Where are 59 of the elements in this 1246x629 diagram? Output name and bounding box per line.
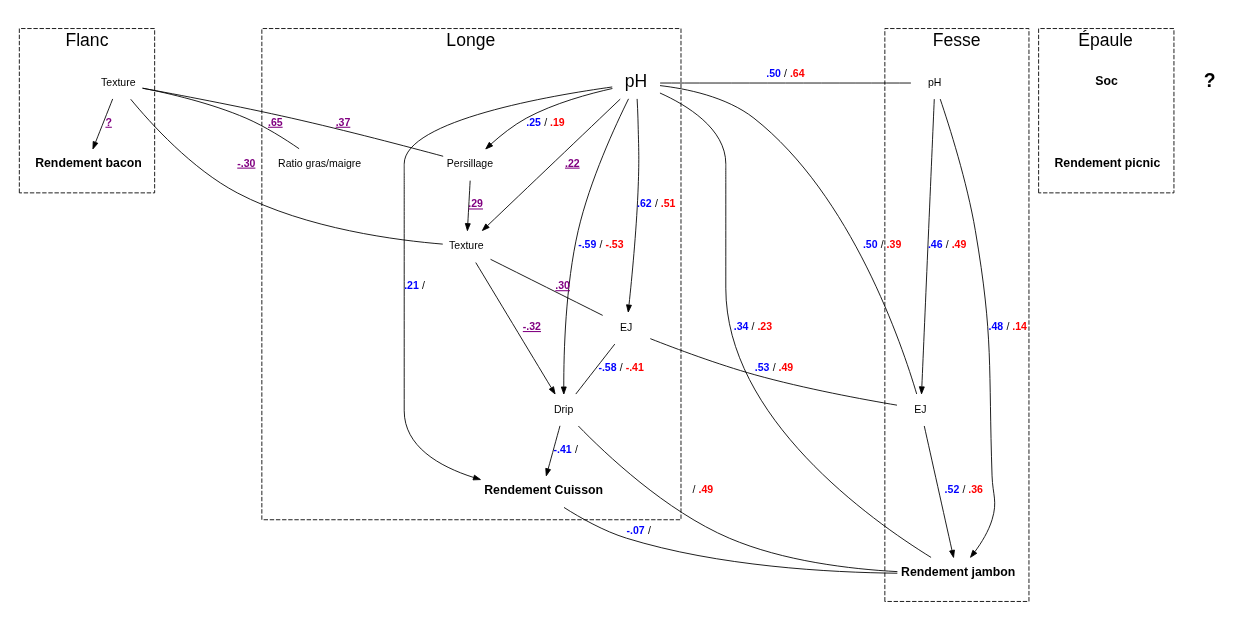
arrow (923, 425, 955, 558)
node-text: Persillage (446, 156, 494, 169)
arrow (485, 87, 613, 149)
connector (659, 92, 932, 558)
node-text: Rendement bacon (35, 155, 142, 170)
edge-label: .50 / .64 (766, 66, 805, 79)
node-text: Rendement jambon (901, 564, 1016, 579)
edge-label: .30 (555, 278, 570, 291)
connector (649, 337, 898, 406)
node-text: Texture (101, 75, 136, 88)
edge-label: .52 / .36 (944, 482, 983, 495)
edge-label: / .49 (692, 482, 714, 495)
arrow (464, 179, 471, 231)
node-text: Ratio gras/maigre (278, 156, 362, 169)
edge-label: -.58 / -.41 (598, 360, 644, 373)
edge-label: -.07 / (626, 523, 651, 536)
node-text: Soc (1095, 73, 1118, 88)
node-text: Drip (554, 402, 574, 415)
edge-label: -.41 / (553, 442, 578, 455)
connector (659, 84, 918, 394)
connector (130, 98, 444, 245)
node-text: EJ (619, 320, 633, 333)
node-text: Rendement Cuisson (484, 482, 604, 497)
edge-label: -.32 (522, 319, 541, 332)
edge-label: .37 (335, 115, 351, 128)
edge-label: ? (105, 115, 112, 128)
node-text: EJ (914, 402, 927, 415)
arrow (481, 98, 621, 231)
connector (577, 425, 898, 572)
node-text: pH (624, 70, 648, 91)
edge-label: .22 (565, 156, 580, 169)
arrow (918, 98, 935, 394)
arrow (626, 97, 640, 312)
arrow (92, 98, 114, 149)
arrow (403, 86, 613, 480)
edge-label: .50 / .39 (862, 237, 902, 250)
node-text: pH (927, 75, 942, 88)
arrow (939, 98, 996, 558)
edge-label: .34 / .23 (733, 319, 773, 332)
edge-label: .46 / .49 (927, 237, 967, 250)
edge-label: .21 / (404, 278, 425, 291)
connector (563, 506, 898, 574)
label: ? (1203, 69, 1216, 91)
edge-label: -.59 / -.53 (578, 237, 624, 250)
node-text: Texture (449, 238, 484, 251)
connector (575, 343, 616, 394)
edge-label: .25 / .19 (526, 115, 565, 128)
arrow (545, 424, 561, 476)
edge-label: .53 / .49 (754, 360, 794, 373)
edge-label: .48 / .14 (988, 319, 1027, 332)
connector (490, 258, 604, 316)
arrow (560, 97, 629, 394)
edge-label: -.30 (237, 156, 256, 169)
connector (142, 87, 444, 157)
edge-label: .29 (468, 196, 483, 209)
arrow (475, 261, 556, 394)
node-text: Rendement picnic (1054, 155, 1161, 170)
edge-label: .65 (268, 115, 283, 128)
connector (659, 82, 912, 83)
